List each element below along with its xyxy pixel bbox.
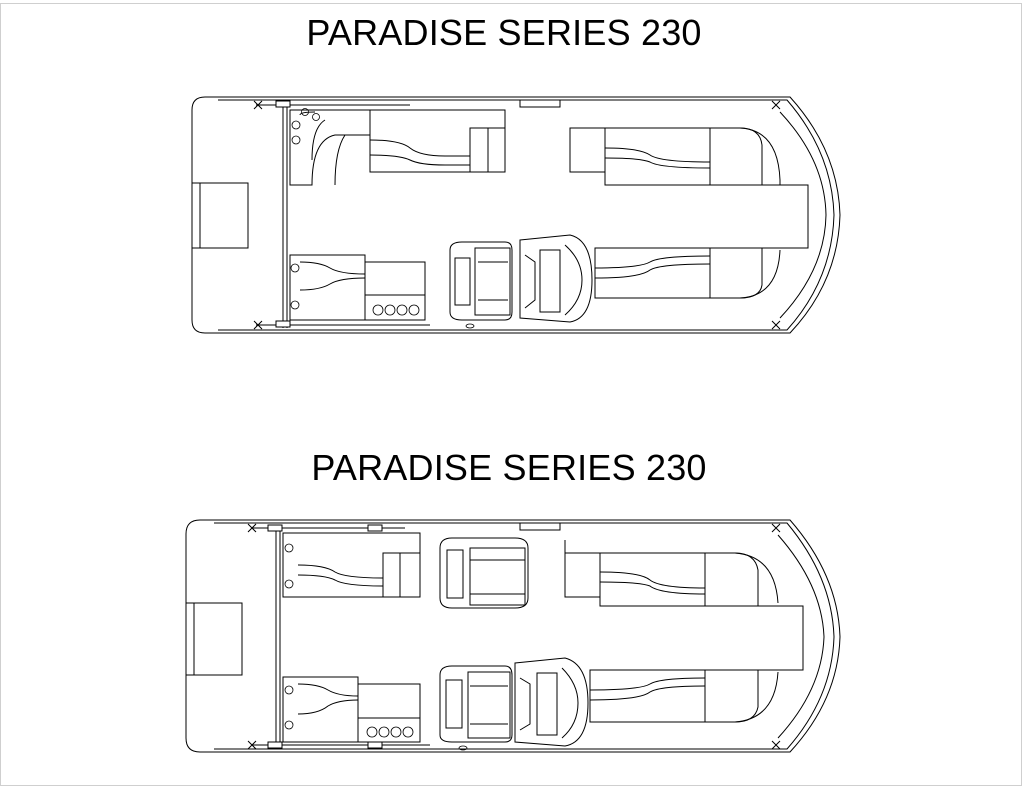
- helm-console: [520, 235, 592, 322]
- hull-inner-outline: [218, 100, 834, 330]
- cup-holder: [292, 121, 300, 129]
- rear-lounge-top: [290, 110, 370, 185]
- bow-deck: [762, 185, 808, 248]
- bar-station: [365, 262, 425, 320]
- helm-seat: [450, 242, 512, 320]
- helm-console: [515, 658, 588, 746]
- drawing-frame: [0, 3, 1022, 786]
- floorplan-title-bottom: PARADISE SERIES 230: [311, 447, 707, 488]
- swim-platform: [192, 183, 248, 248]
- helm-seat: [440, 666, 512, 742]
- bar-station: [358, 684, 420, 742]
- hull-outline: [186, 520, 840, 752]
- bow-deck: [758, 606, 803, 670]
- hull-inner-outline: [214, 523, 834, 749]
- floorplan-title-top: PARADISE SERIES 230: [306, 12, 702, 53]
- swim-platform: [186, 603, 242, 675]
- hull-outline: [192, 97, 840, 333]
- front-lounge-top: [565, 553, 600, 597]
- rail-post: [276, 101, 290, 107]
- companion-seat: [440, 538, 528, 608]
